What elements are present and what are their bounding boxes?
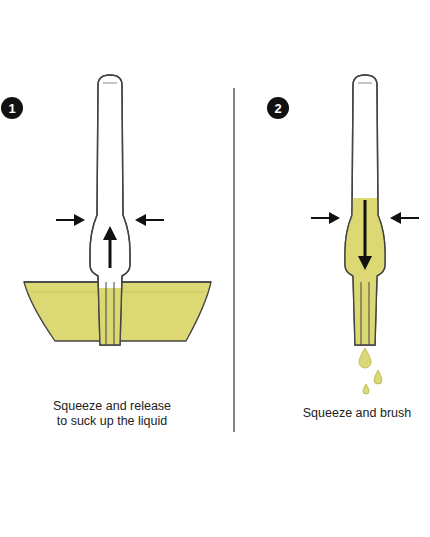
step-caption: Squeeze and release to suck up the liqui… <box>50 399 174 429</box>
step-number-circle: 2 <box>267 97 289 119</box>
liquid-drops <box>359 348 382 394</box>
baster-left <box>90 75 130 348</box>
squeeze-arrows-left <box>56 214 164 226</box>
step-number: 2 <box>274 102 281 115</box>
step-number-circle: 1 <box>1 97 23 119</box>
step-number: 1 <box>8 102 15 115</box>
squeeze-arrows-right <box>311 212 419 224</box>
panel-divider <box>233 88 234 432</box>
baster-right <box>345 75 385 348</box>
step-caption: Squeeze and brush <box>287 406 427 421</box>
